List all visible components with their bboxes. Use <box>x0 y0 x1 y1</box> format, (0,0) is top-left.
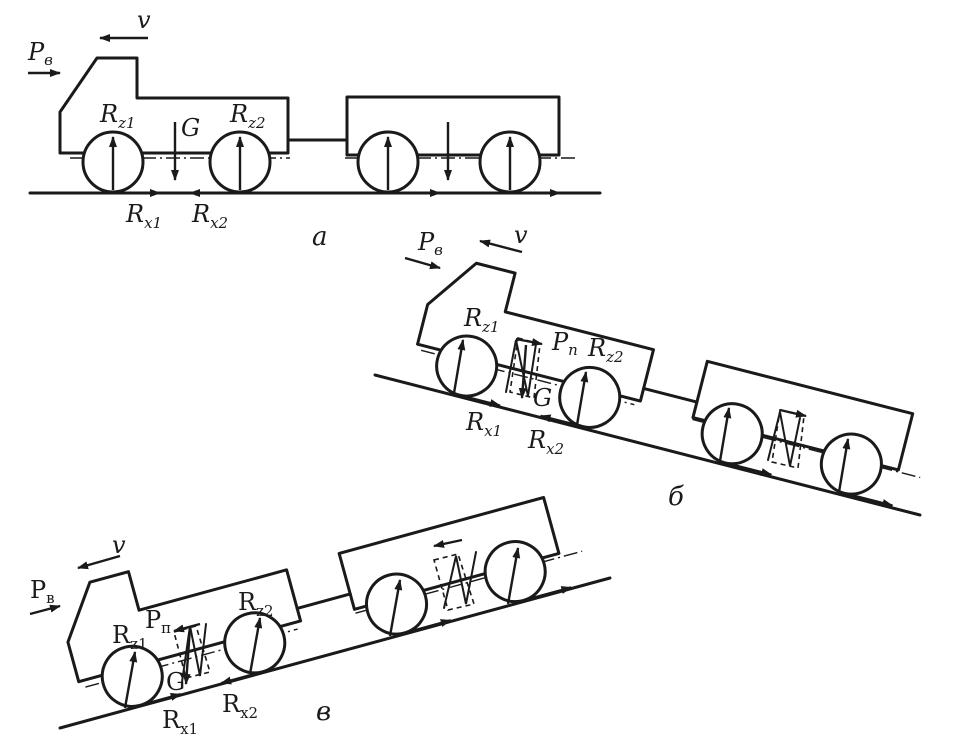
label-g: G <box>181 114 200 142</box>
trailer-weight-zigzag <box>767 411 801 467</box>
arrow-trailer-rz2 <box>506 547 521 605</box>
panel-c-uphill: Pв v Pп Rz2 Rz1 G Rx1 Rx2 в <box>29 495 612 738</box>
arrow-rz1 <box>452 339 466 394</box>
panel-a-level-road: Pв v G Rz1 Rz2 Rx1 Rx2 а <box>27 6 602 252</box>
panel-b-downhill: Pв v Rz1 Pп Rz2 G Rx1 Rx2 б <box>373 221 922 517</box>
label-rx2: Rx2 <box>527 426 564 458</box>
arrow-rx1 <box>458 393 501 407</box>
drawbar <box>642 386 699 404</box>
label-pp: Pп <box>145 606 171 637</box>
arrow-rz2 <box>575 371 589 426</box>
trailer-front-wheel <box>700 402 764 466</box>
label-rx1: Rx1 <box>125 200 162 232</box>
arrow-rx2 <box>539 414 583 428</box>
arrow-velocity <box>77 554 121 570</box>
road-line <box>373 373 922 517</box>
arrow-air-resistance <box>404 256 441 270</box>
label-pv: Pв <box>30 576 55 607</box>
arrow-trailer-rx <box>404 619 452 635</box>
arrow-velocity <box>479 239 523 254</box>
truck-body <box>66 568 303 684</box>
arrow-trailer-rx-rear <box>522 586 573 602</box>
label-rx1: Rx1 <box>162 706 198 738</box>
trailer-force-box <box>433 553 476 611</box>
label-v: v <box>137 6 151 34</box>
label-rz2: Rz2 <box>229 100 266 132</box>
trailer-force-box <box>771 409 805 469</box>
arrow-rz2 <box>248 617 263 675</box>
weight-component-zigzag <box>505 339 537 397</box>
label-rx2: Rx2 <box>222 690 258 722</box>
label-rz1: Rz1 <box>463 304 500 336</box>
trailer-body <box>345 95 561 157</box>
arrow-pp <box>173 622 201 633</box>
arrow-rx2 <box>220 670 263 685</box>
label-rx1: Rx1 <box>465 408 502 440</box>
caption-a: а <box>312 222 328 252</box>
label-pp: Pп <box>551 328 578 359</box>
arrow-pp <box>515 337 543 347</box>
trailer-body <box>337 495 561 611</box>
label-rx2: Rx2 <box>191 200 228 232</box>
arrow-rz1 <box>123 651 138 709</box>
label-rz2: Rz2 <box>238 588 274 620</box>
arrow-trailer-rz1 <box>718 407 732 462</box>
arrow-rx1 <box>139 693 182 707</box>
label-pv: Pв <box>417 228 443 259</box>
label-v: v <box>514 221 528 249</box>
label-rz2: Rz2 <box>587 334 624 366</box>
drawbar <box>295 592 352 610</box>
force-decomposition-box <box>509 336 541 399</box>
caption-c: в <box>316 697 331 727</box>
truck-body <box>416 261 655 403</box>
trailer-body <box>691 359 915 472</box>
arrow-weight-g <box>182 627 192 685</box>
arrow-trailer-rx-rear <box>843 492 894 507</box>
arrow-air-resistance <box>29 604 61 616</box>
arrow-weight-g <box>518 344 528 399</box>
label-pv: Pв <box>27 38 53 69</box>
trailer-weight-zigzag <box>443 551 477 609</box>
truck-body <box>58 56 290 155</box>
weight-component-zigzag <box>181 623 207 683</box>
label-g: G <box>166 668 185 696</box>
arrow-trailer-pp <box>779 408 807 418</box>
trailer-rear-wheel <box>483 540 547 604</box>
arrow-trailer-rx <box>724 461 773 477</box>
label-rz1: Rz1 <box>112 621 148 653</box>
label-v: v <box>112 531 126 559</box>
arrow-trailer-rz1 <box>388 579 403 637</box>
label-rz1: Rz1 <box>99 100 136 132</box>
arrow-trailer-pp <box>433 538 463 548</box>
arrow-trailer-rz2 <box>837 438 851 493</box>
caption-b: б <box>668 482 684 512</box>
force-decomposition-box <box>173 625 212 679</box>
label-g: G <box>533 384 552 412</box>
